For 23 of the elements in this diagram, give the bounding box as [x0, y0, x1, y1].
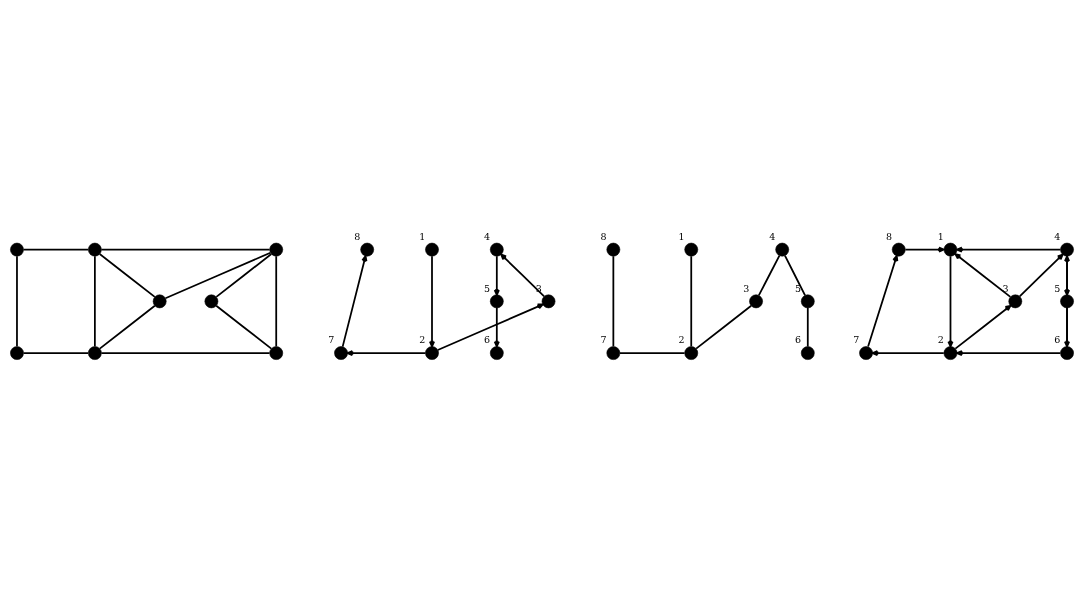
node-label: 6 [794, 334, 801, 346]
node-label: 5 [794, 282, 801, 294]
node-label: 7 [600, 334, 607, 346]
node-label: 2 [678, 334, 685, 346]
node-label: 3 [743, 282, 750, 294]
node-label: 7 [328, 334, 335, 346]
node-label: 3 [535, 282, 542, 294]
node-label: 7 [853, 334, 860, 346]
node-label: 4 [483, 230, 491, 242]
node-label: 5 [483, 282, 491, 294]
node-label: 2 [419, 334, 426, 346]
node-label: 1 [678, 230, 685, 242]
node-label: 4 [769, 230, 776, 242]
node-label: 4 [1054, 230, 1061, 242]
node-label: 8 [885, 230, 892, 242]
node-label: 5 [1054, 282, 1061, 294]
node-label: 1 [419, 230, 426, 242]
node-label: 8 [354, 230, 361, 242]
node-label: 6 [483, 334, 491, 346]
node-label: 8 [600, 230, 607, 242]
node-label: 6 [1054, 334, 1061, 346]
node-label: 1 [937, 230, 944, 242]
node-label: 2 [937, 334, 944, 346]
